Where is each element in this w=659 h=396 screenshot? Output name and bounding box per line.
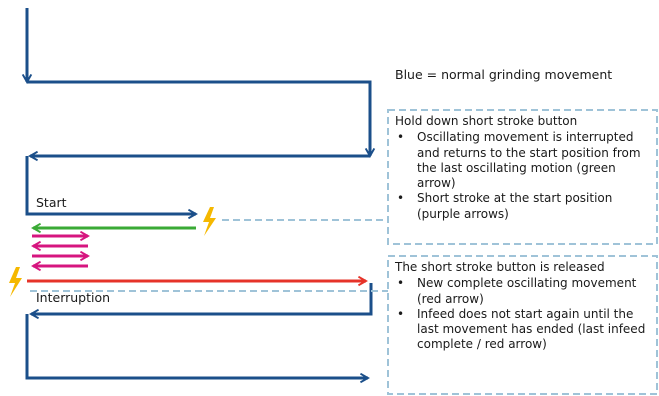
normal-path-segment xyxy=(29,283,373,320)
release-box: The short stroke button is released New … xyxy=(389,257,656,355)
release-box-bullet: Infeed does not start again until the la… xyxy=(395,307,650,353)
normal-path-segment xyxy=(27,80,376,158)
release-box-list: New complete oscillating movement (red a… xyxy=(395,276,650,352)
hold-box: Hold down short stroke button Oscillatin… xyxy=(389,111,656,224)
normal-path-segment xyxy=(25,156,198,220)
hold-box-border xyxy=(387,109,658,245)
release-box-bullet: New complete oscillating movement (red a… xyxy=(395,276,650,307)
hold-box-bullet: Oscillating movement is interrupted and … xyxy=(395,130,650,191)
interruption-label: Interruption xyxy=(36,290,111,305)
lightning-icon xyxy=(203,207,216,236)
hold-box-list: Oscillating movement is interrupted and … xyxy=(395,130,650,222)
lightning-icon xyxy=(9,267,22,297)
release-box-border xyxy=(387,255,658,395)
start-label: Start xyxy=(36,195,67,210)
hold-box-bullet: Short stroke at the start position (purp… xyxy=(395,191,650,222)
release-box-title: The short stroke button is released xyxy=(395,260,605,274)
hold-box-title: Hold down short stroke button xyxy=(395,114,578,128)
legend-text: Blue = normal grinding movement xyxy=(395,67,613,82)
normal-path-segment xyxy=(25,314,370,384)
